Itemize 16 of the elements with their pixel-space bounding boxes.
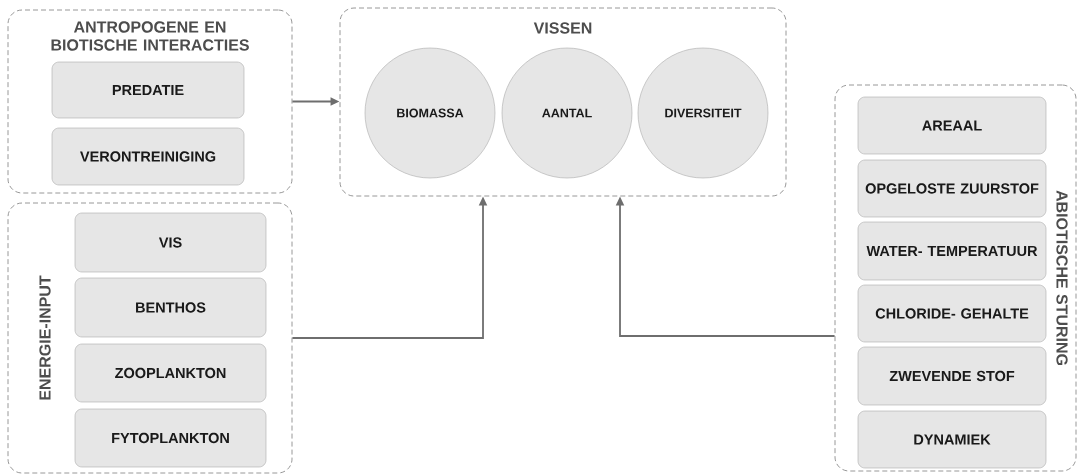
factor-box: AREAAL xyxy=(857,96,1047,155)
group-heading: ANTROPOGENE EN BIOTISCHE INTERACTIES xyxy=(51,21,249,51)
factor-box: VERONTREINIGING xyxy=(51,127,245,186)
factor-box: DYNAMIEK xyxy=(857,410,1047,469)
group-heading: ABIOTISCHE STURING xyxy=(1056,190,1068,365)
factor-box: WATER- TEMPERATUUR xyxy=(857,221,1047,281)
factor-box: CHLORIDE- GEHALTE xyxy=(857,284,1047,343)
factor-box: ZWEVENDE STOF xyxy=(857,346,1047,406)
factor-box: PREDATIE xyxy=(51,61,245,119)
group-heading: ENERGIE-INPUT xyxy=(39,275,51,400)
factor-box: FYTOPLANKTON xyxy=(74,408,267,468)
group-heading: VISSEN xyxy=(533,22,592,34)
factor-box: ZOOPLANKTON xyxy=(74,343,267,403)
factor-box: BENTHOS xyxy=(74,277,267,338)
factor-box: VIS xyxy=(74,212,267,273)
factor-box: OPGELOSTE ZUURSTOF xyxy=(857,159,1047,218)
